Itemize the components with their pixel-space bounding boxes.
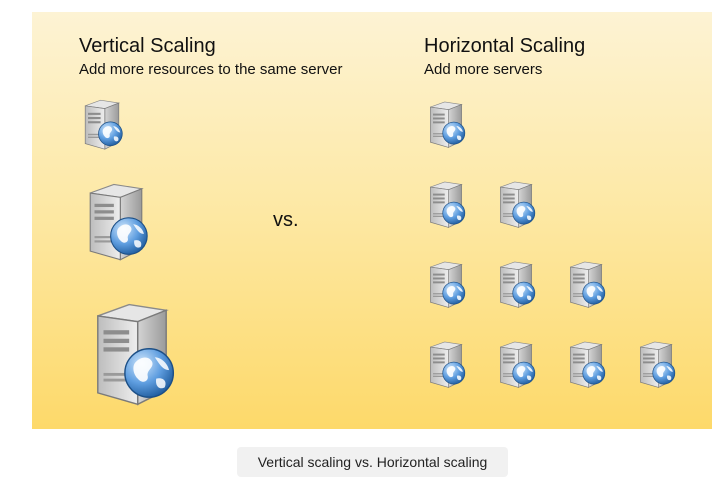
vs-label: vs. xyxy=(273,209,299,231)
server-medium-icon xyxy=(79,178,153,264)
server-icon xyxy=(634,338,678,390)
figure-caption: Vertical scaling vs. Horizontal scaling xyxy=(237,447,508,477)
server-icon xyxy=(494,338,538,390)
server-icon xyxy=(424,338,468,390)
server-icon xyxy=(494,258,538,310)
server-icon xyxy=(424,178,468,230)
server-icon xyxy=(494,178,538,230)
server-icon xyxy=(424,258,468,310)
vertical-scaling-subtitle: Add more resources to the same server xyxy=(79,61,343,78)
server-icon xyxy=(564,338,608,390)
horizontal-scaling-title: Horizontal Scaling xyxy=(424,35,586,57)
server-small-icon xyxy=(79,96,125,152)
server-icon xyxy=(564,258,608,310)
server-large-icon xyxy=(83,296,181,410)
horizontal-scaling-subtitle: Add more servers xyxy=(424,61,543,78)
vertical-scaling-title: Vertical Scaling xyxy=(79,35,216,57)
server-icon xyxy=(424,98,468,150)
